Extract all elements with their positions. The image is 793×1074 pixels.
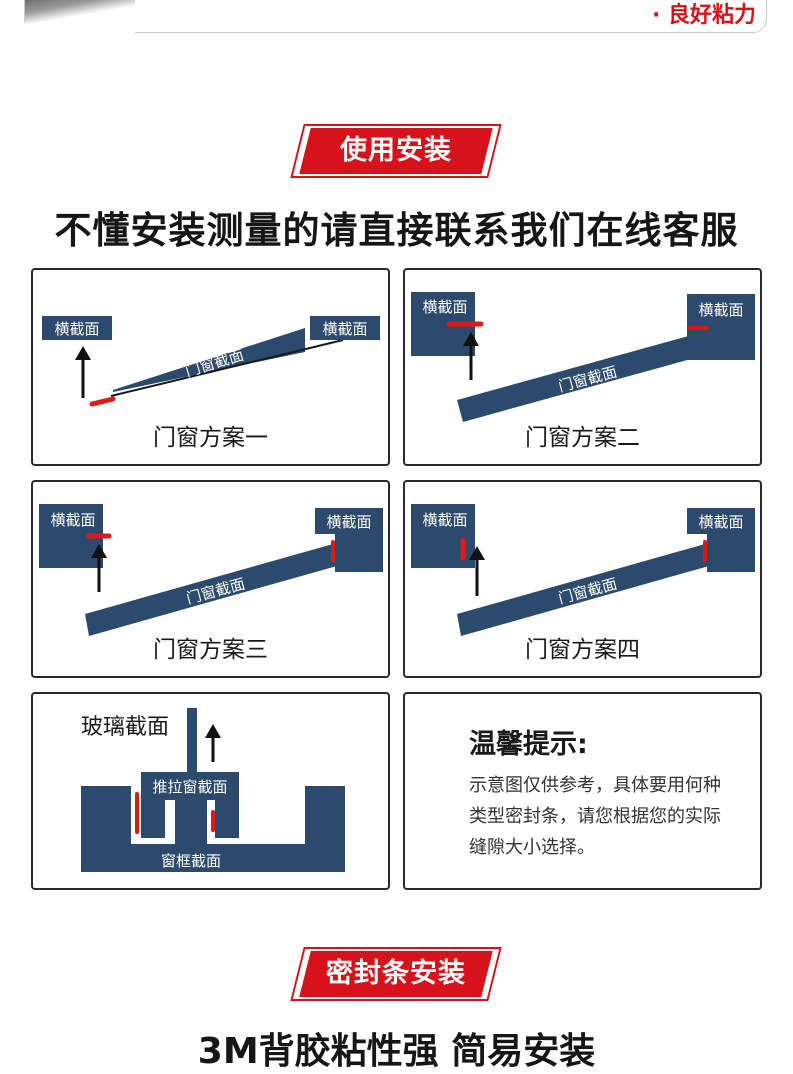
window-frame-section-label: 窗框截面 (161, 852, 221, 870)
product-image-edge (25, 0, 135, 34)
cross-section-left-label: 横截面 (54, 320, 99, 338)
cross-section-left-label: 横截面 (422, 511, 467, 529)
door-window-bar (457, 332, 709, 422)
sliding-window-right-leg (215, 798, 239, 838)
plan-caption-4: 门窗方案四 (525, 637, 640, 663)
bottom-headline: 3M背胶粘性强 简易安装 (197, 1031, 596, 1072)
base-line (110, 339, 344, 397)
plan-caption-1: 门窗方案一 (153, 425, 268, 451)
cross-section-left-label: 横截面 (422, 298, 467, 316)
glass-pane (187, 708, 197, 788)
cross-section-right-label: 横截面 (698, 301, 743, 319)
tip-title: 温馨提示: (469, 729, 588, 760)
cross-section-left-label: 横截面 (50, 511, 95, 529)
cross-section-right-cap (687, 508, 755, 534)
feature-text: · 良好粘力 (651, 3, 756, 28)
door-window-bar (457, 544, 709, 636)
arrowhead-icon (205, 724, 221, 738)
sliding-window-top (141, 772, 239, 800)
plan-4-diagram: 横截面 横截面 门窗截面 (411, 504, 755, 636)
cross-section-right-cap (315, 508, 383, 534)
cross-section-right-label: 横截面 (326, 513, 371, 531)
arrowhead-icon (469, 546, 485, 560)
cross-section-left (42, 316, 112, 340)
banner-label: 使用安装 (340, 135, 452, 166)
sliding-window-section-label: 推拉窗截面 (152, 778, 227, 796)
door-window-bar (85, 544, 337, 636)
plan-1-diagram: 门窗截面 横截面 横截面 (42, 316, 380, 407)
plan-caption-3: 门窗方案三 (153, 637, 268, 663)
plan-panel-4: 横截面 横截面 门窗截面 门窗方案四 (403, 480, 762, 678)
sliding-window-diagram: 玻璃截面 推拉窗截面 窗框截面 (81, 708, 345, 872)
door-window-bar (113, 328, 305, 392)
plan-caption-2: 门窗方案二 (525, 425, 640, 451)
plan-panel-3: 横截面 横截面 门窗截面 门窗方案三 (31, 480, 390, 678)
tip-panel: 温馨提示: 示意图仅供参考，具体要用何种类型密封条，请您根据您的实际缝隙大小选择… (403, 692, 762, 890)
page-headline: 不懂安装测量的请直接联系我们在线客服 (54, 209, 739, 252)
arrowhead-icon (75, 346, 91, 360)
seal-strip-mark (89, 396, 116, 407)
plan-panel-2: 横截面 横截面 门窗截面 门窗方案二 (403, 268, 762, 466)
tip-body: 示意图仅供参考，具体要用何种类型密封条，请您根据您的实际缝隙大小选择。 (469, 775, 721, 858)
sliding-window-left-leg (141, 798, 165, 838)
plan-panel-1: 门窗截面 横截面 横截面 门窗方案一 (31, 268, 390, 466)
glass-section-label: 玻璃截面 (81, 715, 169, 740)
arrowhead-icon (91, 544, 107, 558)
plan-2-diagram: 横截面 横截面 门窗截面 (411, 292, 755, 422)
section-banner-seal: 密封条安装 (290, 947, 502, 1001)
sliding-window-panel: 玻璃截面 推拉窗截面 窗框截面 (31, 692, 390, 890)
frame-center-rail (175, 800, 207, 844)
banner-label: 密封条安装 (326, 958, 466, 989)
arrowhead-icon (463, 332, 479, 346)
cross-section-right (310, 316, 380, 340)
frame-base (81, 844, 345, 872)
top-product-strip: · 良好粘力 (24, 0, 767, 34)
section-banner-install: 使用安装 (290, 124, 502, 178)
plan-3-diagram: 横截面 横截面 门窗截面 (39, 504, 383, 636)
cross-section-right-label: 横截面 (698, 513, 743, 531)
door-window-section-label: 门窗截面 (183, 346, 246, 381)
cross-section-right-label: 横截面 (322, 320, 367, 338)
